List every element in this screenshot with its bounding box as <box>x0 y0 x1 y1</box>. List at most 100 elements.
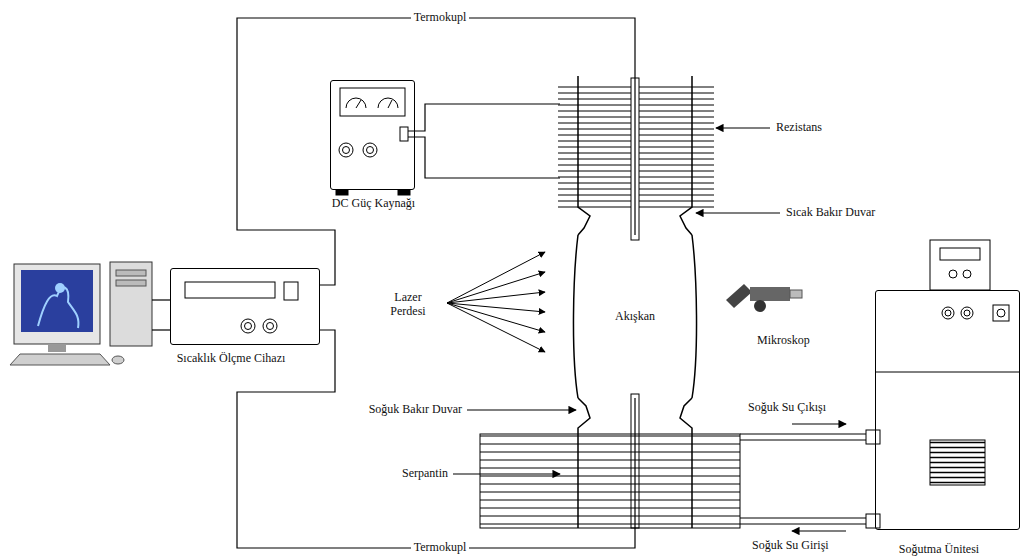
water-pipes <box>740 518 866 519</box>
power-supply-details <box>388 100 392 108</box>
leader-arrows <box>696 212 780 213</box>
microscope <box>726 284 802 312</box>
cooling-unit-details <box>942 307 954 319</box>
fluid-outline <box>692 235 697 398</box>
fluid-region: Akışkan <box>575 235 695 398</box>
cooling-unit-details <box>866 240 1020 528</box>
power-supply: DC Güç Kaynağı <box>330 80 415 190</box>
power-supply-details <box>336 190 348 195</box>
copper-walls <box>680 76 692 235</box>
wire-label: Termokupl <box>411 541 469 555</box>
power-supply-details <box>336 88 410 195</box>
meter-details <box>267 323 274 330</box>
resistor-label: Rezistans <box>776 121 822 135</box>
cooling-unit: Soğutma Ünitesi <box>875 290 1020 530</box>
cold-wall-label: Soğuk Bakır Duvar <box>369 403 462 417</box>
laser-sheet-arrows <box>447 252 545 303</box>
cooling-unit-details <box>940 248 980 260</box>
cooling-coil <box>480 434 740 528</box>
water-pipes <box>740 524 866 525</box>
power-supply-details <box>400 127 408 141</box>
water-in-label: Soğuk Su Girişi <box>752 539 829 553</box>
cooling-unit-details <box>997 309 1005 317</box>
leader-arrows <box>453 128 846 531</box>
laser-sheet-arrows <box>447 272 545 303</box>
power-supply-details <box>398 190 410 195</box>
computer <box>38 287 78 328</box>
cooling-unit-details <box>993 305 1009 321</box>
water-pipes <box>740 434 866 435</box>
laser-sheet-arrows <box>447 303 545 352</box>
heater-wires <box>408 104 560 178</box>
cooling-unit-details <box>964 310 970 316</box>
leader-arrows <box>467 409 576 410</box>
power-supply-details <box>363 143 377 157</box>
power-supply-details <box>343 147 350 154</box>
computer <box>10 354 110 365</box>
power-supply-details <box>340 88 405 116</box>
power-supply-details <box>356 100 361 108</box>
power-supply-details <box>346 98 366 108</box>
computer <box>10 262 170 365</box>
microscope <box>726 284 752 308</box>
cooling-unit-details <box>930 440 985 485</box>
water-pipes <box>740 440 866 441</box>
cooling-unit-details <box>949 270 957 278</box>
leader-arrows <box>792 423 846 424</box>
leader-arrows <box>792 530 846 531</box>
node-label: DC Güç Kaynağı <box>316 197 431 211</box>
microscope-label: Mikroskop <box>757 334 810 348</box>
power-supply-details <box>378 98 398 108</box>
cooling-unit-details <box>963 270 971 278</box>
computer <box>112 356 124 364</box>
thermocouple-wire <box>237 330 635 548</box>
meter-details <box>185 282 298 333</box>
node-label: Soğutma Ünitesi <box>884 543 994 557</box>
computer <box>48 344 66 352</box>
fluid-outline <box>573 235 578 398</box>
leader-arrows <box>453 473 560 474</box>
cooling-unit-details <box>945 310 951 316</box>
node-label: Sıcaklık Ölçme Cihazı <box>176 352 286 366</box>
power-supply-details <box>367 147 374 154</box>
hot-wall-label: Sıcak Bakır Duvar <box>786 206 875 220</box>
microscope <box>750 287 790 301</box>
cooling-unit-details <box>961 307 973 319</box>
temperature-meter: Sıcaklık Ölçme Cihazı <box>170 268 320 345</box>
meter-details <box>263 319 277 333</box>
computer <box>55 283 65 293</box>
heater-wires <box>408 137 560 178</box>
meter-details <box>245 323 252 330</box>
heater-wires <box>408 104 560 131</box>
power-supply-details <box>339 143 353 157</box>
computer <box>116 270 146 276</box>
laser-sheet-arrows <box>447 252 545 352</box>
laser-sheet-arrows <box>447 292 545 303</box>
meter-details <box>185 282 275 298</box>
computer <box>21 270 93 332</box>
wire-label: Termokupl <box>411 11 469 25</box>
copper-walls <box>578 76 590 235</box>
computer <box>14 264 100 344</box>
cooling-unit-details <box>875 372 1020 373</box>
computer <box>152 299 170 300</box>
computer <box>152 329 170 330</box>
cooling-unit-details <box>866 430 880 444</box>
cooling-coil <box>480 434 740 528</box>
microscope <box>754 300 766 312</box>
thermocouple-wire <box>237 18 635 285</box>
computer <box>116 280 146 286</box>
microscope <box>790 290 802 298</box>
water-pipes <box>740 434 866 524</box>
meter-details <box>241 319 255 333</box>
computer <box>110 262 152 346</box>
leader-arrows <box>716 127 770 128</box>
node-label: Akışkan <box>615 310 655 324</box>
water-out-label: Soğuk Su Çıkışı <box>748 401 826 415</box>
cooling-unit-details <box>866 514 880 528</box>
laser-label: Lazer Perdesi <box>380 291 436 319</box>
